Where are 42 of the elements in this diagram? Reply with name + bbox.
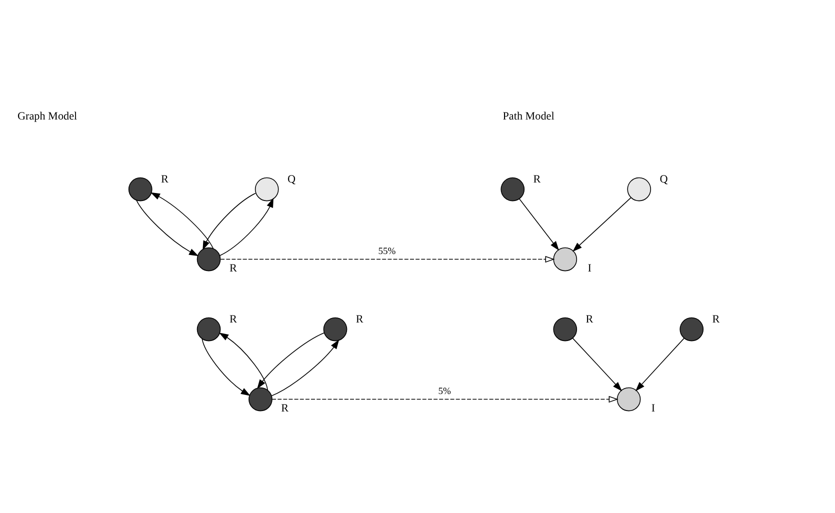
node-circle bbox=[254, 177, 279, 202]
node-circle bbox=[627, 177, 652, 202]
arrow bbox=[220, 256, 555, 263]
arrow bbox=[202, 192, 256, 250]
arrow bbox=[202, 338, 250, 396]
arrow bbox=[272, 396, 618, 403]
arrow bbox=[518, 198, 560, 251]
node-circle bbox=[248, 387, 272, 412]
node-label: R bbox=[281, 402, 289, 414]
edge-label: 55% bbox=[378, 246, 396, 258]
node-circle bbox=[196, 317, 221, 342]
node-label: I bbox=[588, 262, 592, 274]
node-label: R bbox=[161, 173, 168, 186]
node-circle bbox=[500, 177, 525, 202]
node-label: Q bbox=[288, 173, 296, 186]
node-circle bbox=[616, 387, 641, 412]
node-label: R bbox=[712, 313, 720, 326]
label: Path Model bbox=[502, 110, 554, 122]
node-label: R bbox=[586, 313, 594, 326]
node-circle bbox=[553, 317, 578, 342]
node-circle bbox=[128, 177, 152, 202]
node-circle bbox=[553, 247, 578, 272]
arrow bbox=[572, 197, 632, 252]
arrow bbox=[635, 338, 685, 392]
edge-label: 5% bbox=[438, 386, 451, 398]
arrow bbox=[219, 198, 274, 256]
label: Graph Model bbox=[17, 110, 78, 122]
arrow bbox=[150, 192, 214, 249]
arrow bbox=[271, 339, 340, 396]
node-label: I bbox=[651, 402, 656, 414]
node-label: Q bbox=[660, 173, 668, 186]
node-circle bbox=[196, 247, 221, 272]
arrow bbox=[136, 200, 199, 256]
node-label: R bbox=[229, 313, 237, 326]
node-label: R bbox=[356, 313, 364, 326]
arrow bbox=[257, 332, 324, 389]
node-label: R bbox=[533, 173, 541, 186]
node-circle bbox=[680, 317, 704, 342]
arrow bbox=[218, 332, 268, 391]
arrow bbox=[572, 338, 622, 392]
node-label: R bbox=[229, 262, 237, 274]
node-circle bbox=[323, 317, 348, 342]
